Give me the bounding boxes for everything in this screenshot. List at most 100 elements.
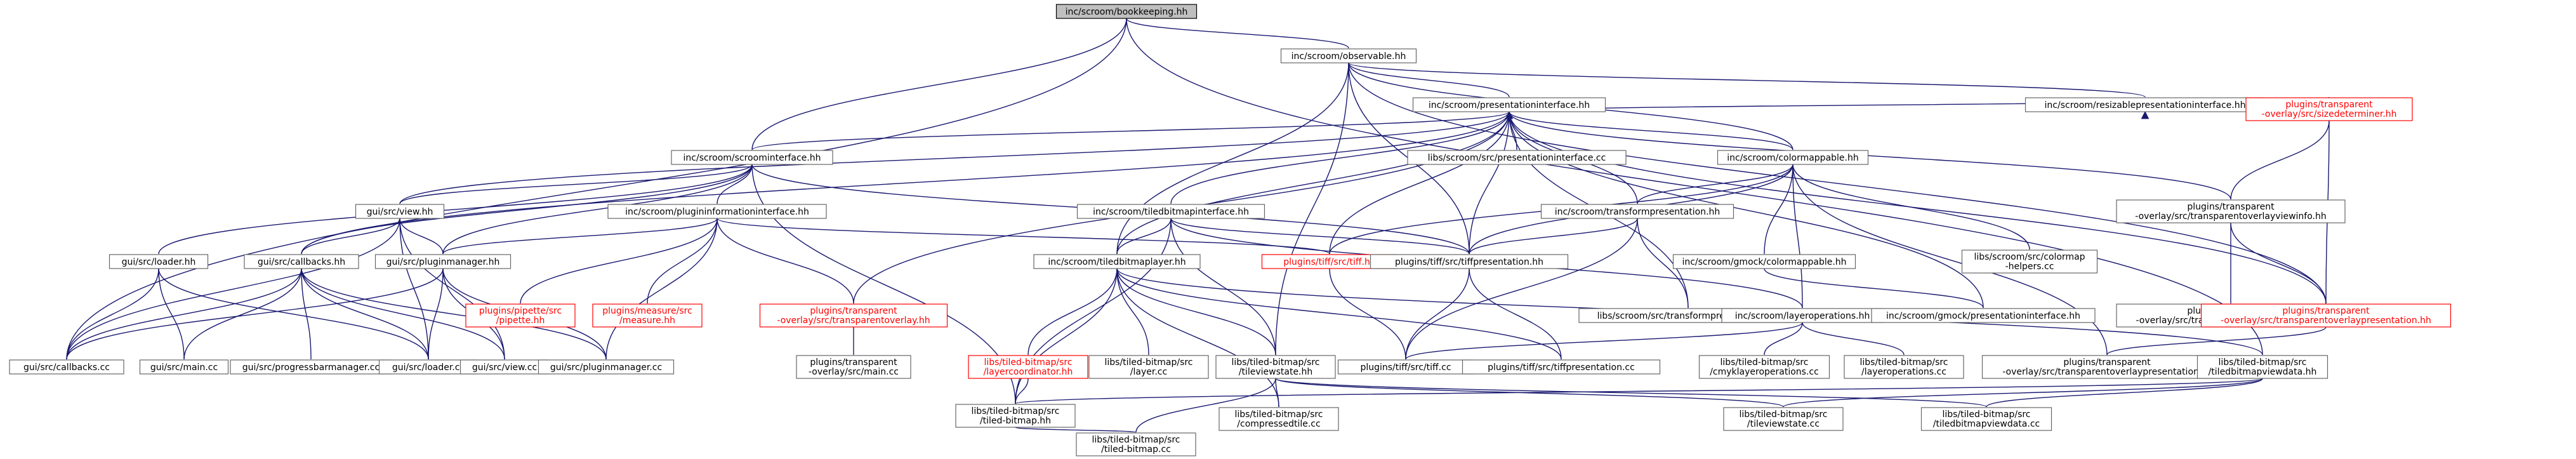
dependency-edge — [1344, 55, 1510, 98]
dependency-edge — [442, 157, 756, 255]
dependency-edge — [1344, 55, 2327, 304]
dependency-edge — [520, 211, 722, 304]
dependency-edge — [66, 261, 163, 360]
dependency-edge — [1015, 371, 2268, 404]
node-gpi[interactable]: inc/scroom/gmock/presentationinterface.h… — [1871, 308, 2096, 323]
node-pmcc[interactable]: gui/src/pluginmanager.cc — [538, 359, 675, 375]
dependency-edge — [1329, 104, 1514, 255]
node-tiffp[interactable]: plugins/tiff/src/tiffpresentation.hh — [1370, 254, 1569, 269]
node-tiff[interactable]: plugins/tiff/src/tiff.hh — [1261, 254, 1398, 269]
dependency-edge — [158, 157, 756, 255]
node-label: gui/src/view.hh — [367, 207, 433, 217]
node-viewcc[interactable]: gui/src/view.cc — [459, 359, 550, 375]
node-label: inc/scroom/transformpresentation.hh — [1555, 207, 1721, 217]
dependency-edge — [1788, 157, 1803, 309]
node-pii[interactable]: inc/scroom/plugininformationinterface.hh — [607, 204, 827, 219]
node-tvscc[interactable]: libs/tiled-bitmap/src/tileviewstate.cc — [1723, 407, 1844, 431]
node-maincc[interactable]: gui/src/main.cc — [139, 359, 229, 375]
node-gcm[interactable]: inc/scroom/gmock/colormappable.hh — [1672, 254, 1856, 269]
node-label: /tiled-bitmap.hh — [980, 416, 1051, 426]
node-tp[interactable]: inc/scroom/transformpresentation.hh — [1540, 204, 1734, 219]
node-box — [796, 355, 911, 379]
node-label: -overlay/src/main.cc — [809, 367, 899, 377]
node-si[interactable]: inc/scroom/scroominterface.hh — [671, 150, 833, 165]
node-cmh[interactable]: libs/scroom/src/colormap-helpers.cc — [1961, 249, 2098, 274]
node-cmyk[interactable]: libs/tiled-bitmap/src/cmyklayeroperation… — [1698, 355, 1830, 379]
node-box — [139, 359, 229, 375]
node-tbi[interactable]: inc/scroom/tiledbitmapinterface.hh — [1076, 204, 1265, 219]
node-pbm[interactable]: gui/src/progressbarmanager.cc — [230, 359, 392, 375]
node-label: plugins/measure/src — [602, 306, 692, 316]
node-rpi[interactable]: inc/scroom/resizablepresentationinterfac… — [2024, 97, 2266, 112]
dependency-edge — [1015, 371, 1033, 404]
dependency-edge — [1637, 157, 1797, 204]
node-box — [1920, 407, 2052, 431]
node-layercc[interactable]: libs/tiled-bitmap/src/layer.cc — [1088, 355, 1209, 379]
node-view[interactable]: gui/src/view.hh — [355, 204, 445, 219]
dependency-edge — [751, 11, 1131, 150]
node-lcoord[interactable]: libs/tiled-bitmap/src/layercoordinator.h… — [968, 355, 1088, 379]
node-label: -overlay/src/sizedeterminer.hh — [2261, 109, 2396, 119]
node-tvs[interactable]: libs/tiled-bitmap/src/tileviewstate.hh — [1215, 355, 1336, 379]
node-bk[interactable]: inc/scroom/bookkeeping.hh — [1055, 4, 1198, 19]
dependency-edge — [1764, 157, 1797, 255]
node-locc[interactable]: libs/tiled-bitmap/src/layeroperations.cc — [1844, 355, 1964, 379]
dependency-edge — [1275, 55, 1353, 356]
dependency-edge — [1011, 420, 1137, 433]
node-box — [1215, 355, 1336, 379]
node-loader[interactable]: gui/src/loader.hh — [109, 254, 209, 269]
node-label: gui/src/progressbarmanager.cc — [242, 363, 380, 373]
dependency-edge — [1271, 371, 1784, 408]
node-box — [1280, 48, 1417, 63]
node-box — [2196, 355, 2328, 379]
node-pm[interactable]: gui/src/pluginmanager.hh — [374, 254, 512, 269]
dependency-edge — [301, 157, 756, 255]
dependency-edge — [1405, 261, 1474, 360]
node-callbackscc[interactable]: gui/src/callbacks.cc — [9, 359, 124, 375]
node-label: plugins/transparent — [2063, 357, 2151, 368]
node-box — [607, 204, 827, 219]
node-tiffpcc[interactable]: plugins/tiff/src/tiffpresentation.cc — [1462, 359, 1661, 375]
node-label: libs/tiled-bitmap/src — [1739, 409, 1827, 420]
node-label: inc/scroom/resizablepresentationinterfac… — [2045, 100, 2246, 110]
node-pi[interactable]: inc/scroom/presentationinterface.hh — [1412, 97, 1606, 112]
node-tbcc[interactable]: libs/tiled-bitmap/src/tiled-bitmap.cc — [1076, 432, 1196, 456]
node-box — [1412, 97, 1606, 112]
node-cb[interactable]: gui/src/callbacks.hh — [244, 254, 359, 269]
dependency-edge — [1170, 104, 1514, 204]
dependency-edge — [395, 211, 429, 360]
dependency-edge — [1986, 371, 2267, 408]
node-tomain[interactable]: plugins/transparent-overlay/src/main.cc — [796, 355, 911, 379]
node-label: -overlay/src/transparentoverlay.hh — [777, 316, 930, 326]
node-tovi[interactable]: plugins/transparent-overlay/src/transpar… — [2116, 199, 2346, 223]
node-box — [968, 355, 1088, 379]
dependency-edge — [66, 211, 404, 360]
node-comp[interactable]: libs/tiled-bitmap/src/compressedtile.cc — [1219, 407, 1339, 431]
node-obs[interactable]: inc/scroom/observable.hh — [1280, 48, 1417, 63]
node-label: gui/src/callbacks.cc — [23, 363, 110, 373]
dependency-edge — [713, 211, 854, 304]
node-box — [1540, 204, 1734, 219]
node-sdet[interactable]: plugins/transparent-overlay/src/sizedete… — [2245, 97, 2413, 121]
node-tbvdcc[interactable]: libs/tiled-bitmap/src/tiledbitmapviewdat… — [1920, 407, 2052, 431]
node-lpi[interactable]: libs/scroom/src/presentationinterface.cc — [1407, 150, 1627, 165]
node-tiffcc[interactable]: plugins/tiff/src/tiff.cc — [1337, 359, 1474, 375]
node-tbh[interactable]: libs/tiled-bitmap/src/tiled-bitmap.hh — [955, 404, 1076, 428]
node-lo[interactable]: inc/scroom/layeroperations.hh — [1721, 308, 1884, 323]
node-box — [592, 303, 703, 328]
node-label: inc/scroom/tiledbitmaplayer.hh — [1048, 257, 1186, 267]
dependency-edge — [1116, 211, 1175, 255]
node-pip[interactable]: plugins/pipette/src/pipette.hh — [465, 303, 576, 328]
node-tbl[interactable]: inc/scroom/tiledbitmaplayer.hh — [1033, 254, 1201, 269]
node-label: gui/src/loader.hh — [122, 257, 196, 267]
node-cm[interactable]: inc/scroom/colormappable.hh — [1717, 150, 1869, 165]
node-tbvd[interactable]: libs/tiled-bitmap/src/tiledbitmapviewdat… — [2196, 355, 2328, 379]
node-label: libs/tiled-bitmap/src — [1092, 435, 1180, 445]
node-to[interactable]: plugins/transparent-overlay/src/transpar… — [759, 303, 948, 328]
node-label: libs/tiled-bitmap/src — [1231, 357, 1319, 368]
node-top[interactable]: plugins/transparent-overlay/src/transpar… — [2200, 303, 2452, 328]
node-loadercc[interactable]: gui/src/loader.cc — [378, 359, 479, 375]
node-topcc[interactable]: plugins/transparent-overlay/src/transpar… — [1981, 355, 2233, 379]
node-meas[interactable]: plugins/measure/src/measure.hh — [592, 303, 703, 328]
node-box — [374, 254, 512, 269]
